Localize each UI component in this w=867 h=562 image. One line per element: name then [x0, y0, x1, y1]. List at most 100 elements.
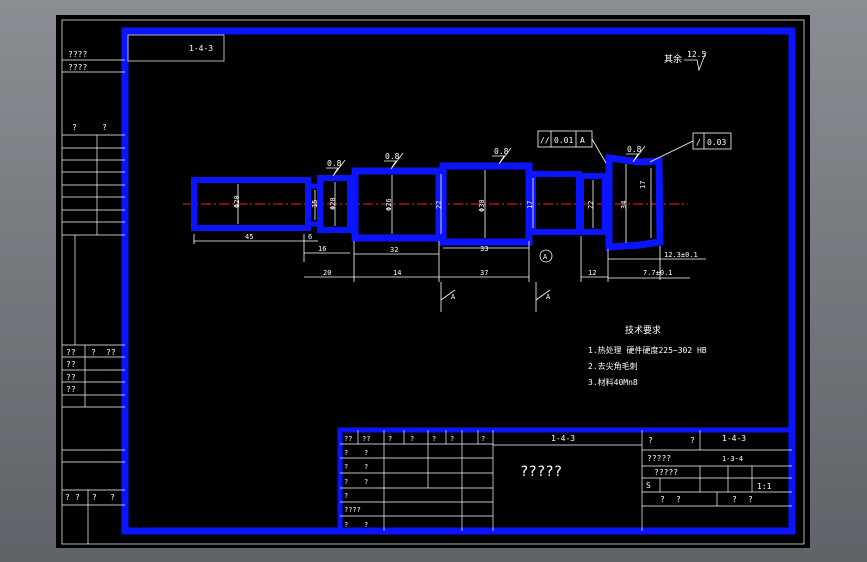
drawing-number-top: 1-4-3 — [189, 44, 213, 53]
len-32: 32 — [390, 246, 398, 254]
gdt-parallel-symbol: // — [540, 136, 550, 145]
tb-code-sub: 1-3-4 — [722, 455, 743, 463]
corner-label-2: ???? — [68, 63, 87, 72]
gdt-parallel-datum: A — [580, 136, 585, 145]
title-block: ?? ?? ? ? ? ? ? ? ? ? ? ? ? ? ???? ???? … — [337, 427, 795, 534]
tb-header-3: ? — [388, 435, 392, 443]
tb-row-1b: ? — [364, 449, 368, 457]
strip-bottom-4: ? — [110, 493, 115, 502]
len-33: 33 — [480, 245, 488, 253]
tech-line-2: 2.去尖角毛刺 — [588, 361, 638, 371]
tb-row-3b: ? — [364, 478, 368, 486]
tb-row-2a: ? — [344, 463, 348, 471]
section-mark-1: A — [451, 293, 456, 301]
tb-row-3a: ? — [344, 478, 348, 486]
roughness-rest-icon — [684, 51, 707, 72]
tech-title: 技术要求 — [625, 324, 661, 336]
gdt-parallel-tol: 0.01 — [554, 136, 573, 145]
drawing-background — [56, 15, 810, 548]
dia-10: 17 — [639, 181, 647, 189]
len-37: 37 — [480, 269, 488, 277]
tb-header-4: ? — [410, 435, 414, 443]
tb-sheet-d: ? — [748, 495, 753, 504]
strip-bottom-1: ? — [65, 493, 70, 502]
corner-label-1: ???? — [68, 50, 87, 59]
technical-requirements: 技术要求 1.热处理 硬件硬度225~302 HB 2.去尖角毛刺 3.材料40… — [588, 324, 707, 387]
len-14: 14 — [393, 269, 401, 277]
tb-scale: 1:1 — [757, 482, 772, 491]
dia-3: Φ20 — [329, 197, 337, 210]
tb-row-2b: ? — [364, 463, 368, 471]
dia-2: 15 — [311, 200, 319, 208]
strip-label-a: ?? — [66, 348, 76, 357]
strip-label-b: ? — [91, 348, 96, 357]
left-strip: ???? ???? ? ? ?? ? ?? ?? ?? ?? ? ? ? — [62, 50, 125, 544]
len-20: 20 — [323, 269, 331, 277]
dia-5: 22 — [435, 201, 443, 209]
tb-sheet-b: ? — [676, 495, 681, 504]
tb-row-1a: ? — [344, 449, 348, 457]
gdt-flatness: / 0.03 — [649, 132, 732, 163]
shaft-segment-6 — [439, 162, 533, 246]
dia-8: 22 — [587, 201, 595, 209]
surface-rest-value: 12.5 — [687, 50, 706, 59]
len-16: 16 — [318, 245, 326, 253]
shaft-segment-8 — [578, 173, 608, 235]
tb-header-2: ?? — [362, 435, 370, 443]
roughness-3: 0.8 — [494, 147, 509, 156]
strip-bottom-2: ? — [75, 493, 80, 502]
tech-line-3: 3.材料40Mn8 — [588, 377, 638, 387]
strip-label-d: ?? — [66, 360, 76, 369]
datum-circle-label: A — [543, 253, 548, 261]
gdt-parallelism: // 0.01 A — [537, 130, 607, 164]
gdt-flatness-symbol: / — [696, 138, 701, 147]
tech-line-1: 1.热处理 硬件硬度225~302 HB — [588, 345, 707, 355]
len-6: 6 — [308, 233, 312, 241]
dia-9: 34 — [620, 201, 628, 209]
tb-row-7b: ? — [364, 521, 368, 529]
dia-4: Φ26 — [385, 198, 393, 211]
len-12: 12 — [588, 269, 596, 277]
dia-6: Φ30 — [478, 199, 486, 212]
tb-header-1: ?? — [344, 435, 352, 443]
shaft-segment-3 — [317, 175, 353, 233]
dia-7: 17 — [526, 201, 534, 209]
tb-row-6a: ???? — [344, 506, 361, 514]
tb-material-label: ????? — [647, 454, 671, 463]
tb-header-5: ? — [432, 435, 436, 443]
drawing-number-box — [127, 34, 225, 62]
gdt-flatness-tol: 0.03 — [707, 138, 726, 147]
length-dimensions: 45 6 16 32 33 20 14 37 12 12.3±0.1 7.7±0… — [193, 233, 706, 282]
strip-bottom-3: ? — [92, 493, 97, 502]
dia-1: Φ20 — [233, 195, 241, 208]
tb-header-7: ? — [481, 435, 485, 443]
strip-label-e: ?? — [66, 373, 76, 382]
roughness-4: 0.8 — [627, 145, 642, 154]
tb-sheet-a: ? — [660, 495, 665, 504]
strip-label-f: ?? — [66, 385, 76, 394]
datum-circle — [539, 249, 553, 263]
shaft-segment-9 — [605, 154, 664, 251]
tb-grade: S — [646, 481, 651, 490]
diameter-dimensions: Φ20 15 Φ20 Φ26 22 Φ30 17 22 34 17 — [233, 164, 652, 243]
tb-part-name: ????? — [520, 464, 562, 480]
roughness-marks: 0.8 0.8 0.8 0.8 — [326, 145, 646, 177]
shaft-body — [191, 154, 664, 251]
tb-header-6: ? — [450, 435, 454, 443]
outer-sheet-border — [61, 19, 805, 545]
strip-label-c: ?? — [106, 348, 116, 357]
tb-code-top: 1-4-3 — [722, 434, 746, 443]
side-label-1: ? — [72, 123, 77, 132]
tb-drawing-number: 1-4-3 — [551, 434, 575, 443]
tol-7-7: 7.7±0.1 — [643, 269, 673, 277]
tb-row-4a: ? — [344, 492, 348, 500]
surface-rest-label: 其余 — [664, 53, 682, 65]
tb-row-7a: ? — [344, 521, 348, 529]
tb-sheet-c: ? — [732, 495, 737, 504]
tol-12-3: 12.3±0.1 — [664, 251, 698, 259]
tb-right-q2: ? — [690, 436, 695, 445]
roughness-2: 0.8 — [385, 152, 400, 161]
side-label-2: ? — [102, 123, 107, 132]
roughness-1: 0.8 — [327, 159, 342, 168]
